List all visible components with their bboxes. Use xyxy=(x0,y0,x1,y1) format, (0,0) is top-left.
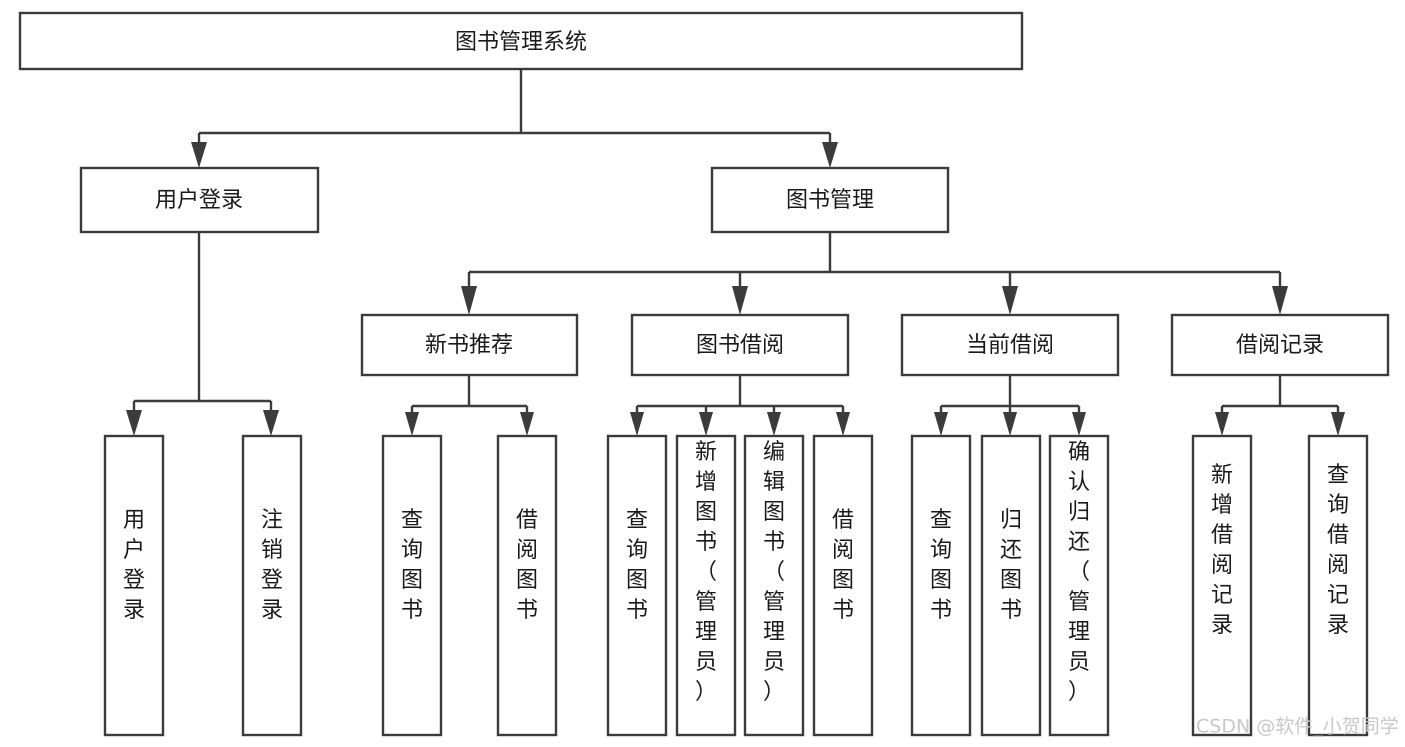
node-leaf-query-book-3[interactable]: 查询图书 xyxy=(910,434,972,737)
node-user-login-label: 用户登录 xyxy=(155,188,243,213)
arrow-to-new-book-recommend xyxy=(461,286,477,315)
arrow-to-leaf-query-book-2 xyxy=(630,412,644,436)
node-book-borrow-label: 图书借阅 xyxy=(696,333,784,358)
node-borrow-record[interactable]: 借阅记录 xyxy=(1170,313,1390,377)
arrow-to-leaf-confirm-return xyxy=(1072,412,1086,436)
node-leaf-borrow-book-1-label: 借阅图书 xyxy=(516,508,538,623)
node-leaf-user-logout-box[interactable] xyxy=(241,434,303,737)
node-current-borrow-label: 当前借阅 xyxy=(966,333,1054,358)
arrow-to-current-borrow xyxy=(1002,286,1018,315)
node-new-book-recommend-box[interactable] xyxy=(360,313,579,377)
arrow-to-book-borrow xyxy=(732,286,748,315)
node-root-box[interactable] xyxy=(18,11,1024,71)
connector-book-manage-trunk xyxy=(467,232,1282,300)
node-current-borrow[interactable]: 当前借阅 xyxy=(900,313,1120,377)
node-leaf-user-logout-label: 注销登录 xyxy=(261,508,283,623)
node-leaf-add-record-box[interactable] xyxy=(1191,434,1253,737)
node-leaf-query-book-1[interactable]: 查询图书 xyxy=(381,434,443,737)
node-leaf-query-book-2-box[interactable] xyxy=(606,434,668,737)
arrow-to-leaf-borrow-book-2 xyxy=(836,412,850,436)
node-leaf-query-book-3-label: 查询图书 xyxy=(930,508,952,623)
node-leaf-user-login[interactable]: 用户登录 xyxy=(103,434,165,737)
node-leaf-query-book-2-label: 查询图书 xyxy=(626,508,648,623)
connector-book-borrow-trunk xyxy=(635,375,845,424)
node-current-borrow-box[interactable] xyxy=(900,313,1120,377)
node-leaf-query-book-1-box[interactable] xyxy=(381,434,443,737)
node-leaf-query-record-label: 查询借阅记录 xyxy=(1327,463,1349,638)
node-leaf-add-record[interactable]: 新增借阅记录 xyxy=(1191,434,1253,737)
node-book-borrow-box[interactable] xyxy=(630,313,850,377)
node-borrow-record-box[interactable] xyxy=(1170,313,1390,377)
node-new-book-recommend-label: 新书推荐 xyxy=(425,333,513,358)
node-user-login-box[interactable] xyxy=(79,166,320,234)
node-leaf-query-book-3-box[interactable] xyxy=(910,434,972,737)
arrow-to-leaf-user-logout xyxy=(263,410,279,436)
arrow-to-leaf-edit-book xyxy=(767,412,781,436)
node-leaf-add-book[interactable]: 新增图书（管理员） xyxy=(675,434,737,737)
node-leaf-add-record-label: 新增借阅记录 xyxy=(1211,463,1233,638)
node-leaf-borrow-book-1[interactable]: 借阅图书 xyxy=(496,434,558,737)
arrow-to-leaf-user-login xyxy=(126,410,142,436)
node-leaf-borrow-book-2-label: 借阅图书 xyxy=(832,508,854,623)
node-leaf-query-record[interactable]: 查询借阅记录 xyxy=(1307,434,1369,737)
arrow-to-user-login xyxy=(191,142,207,168)
node-leaf-confirm-return[interactable]: 确认归还（管理员） xyxy=(1048,434,1110,737)
arrow-to-leaf-return-book xyxy=(1003,412,1017,436)
node-book-manage[interactable]: 图书管理 xyxy=(710,166,950,234)
node-leaf-user-login-box[interactable] xyxy=(103,434,165,737)
arrow-to-book-manage xyxy=(822,142,838,168)
node-leaf-confirm-return-box[interactable] xyxy=(1048,434,1110,737)
node-leaf-add-book-box[interactable] xyxy=(675,434,737,737)
arrow-to-borrow-record xyxy=(1272,286,1288,315)
node-book-borrow[interactable]: 图书借阅 xyxy=(630,313,850,377)
node-leaf-return-book-box[interactable] xyxy=(980,434,1042,737)
watermark-label: CSDN @软件_小贺同学 xyxy=(1196,716,1399,738)
node-leaf-user-login-label: 用户登录 xyxy=(123,508,145,623)
arrow-to-leaf-query-book-1 xyxy=(405,412,419,436)
node-leaf-query-book-1-label: 查询图书 xyxy=(401,508,423,623)
node-leaf-query-book-2[interactable]: 查询图书 xyxy=(606,434,668,737)
arrow-to-leaf-add-book xyxy=(699,412,713,436)
node-book-manage-box[interactable] xyxy=(710,166,950,234)
arrow-to-leaf-add-record xyxy=(1215,412,1229,436)
node-leaf-borrow-book-2-box[interactable] xyxy=(812,434,874,737)
node-leaf-confirm-return-label: 确认归还（管理员） xyxy=(1068,440,1090,705)
node-leaf-edit-book[interactable]: 编辑图书（管理员） xyxy=(743,434,805,737)
arrow-to-leaf-borrow-book-1 xyxy=(520,412,534,436)
node-leaf-user-logout[interactable]: 注销登录 xyxy=(241,434,303,737)
node-leaf-edit-book-box[interactable] xyxy=(743,434,805,737)
node-user-login[interactable]: 用户登录 xyxy=(79,166,320,234)
connector-root-trunk xyxy=(197,69,832,158)
node-leaf-return-book[interactable]: 归还图书 xyxy=(980,434,1042,737)
node-book-manage-label: 图书管理 xyxy=(786,188,874,213)
node-new-book-recommend[interactable]: 新书推荐 xyxy=(360,313,579,377)
node-borrow-record-label: 借阅记录 xyxy=(1236,333,1324,358)
node-leaf-return-book-label: 归还图书 xyxy=(1000,508,1022,623)
connector-new-book-trunk xyxy=(410,375,529,424)
node-leaf-edit-book-label: 编辑图书（管理员） xyxy=(763,440,785,705)
connector-user-login-trunk xyxy=(132,232,273,424)
node-leaf-add-book-label: 新增图书（管理员） xyxy=(695,440,717,705)
connector-borrow-record-trunk xyxy=(1220,375,1340,424)
node-leaf-borrow-book-1-box[interactable] xyxy=(496,434,558,737)
node-leaf-query-record-box[interactable] xyxy=(1307,434,1369,737)
node-root-label: 图书管理系统 xyxy=(455,30,587,55)
arrow-to-leaf-query-record xyxy=(1331,412,1345,436)
node-leaf-borrow-book-2[interactable]: 借阅图书 xyxy=(812,434,874,737)
arrowhead-layer xyxy=(126,142,1345,436)
arrow-to-leaf-query-book-3 xyxy=(934,412,948,436)
node-root[interactable]: 图书管理系统 xyxy=(18,11,1024,71)
